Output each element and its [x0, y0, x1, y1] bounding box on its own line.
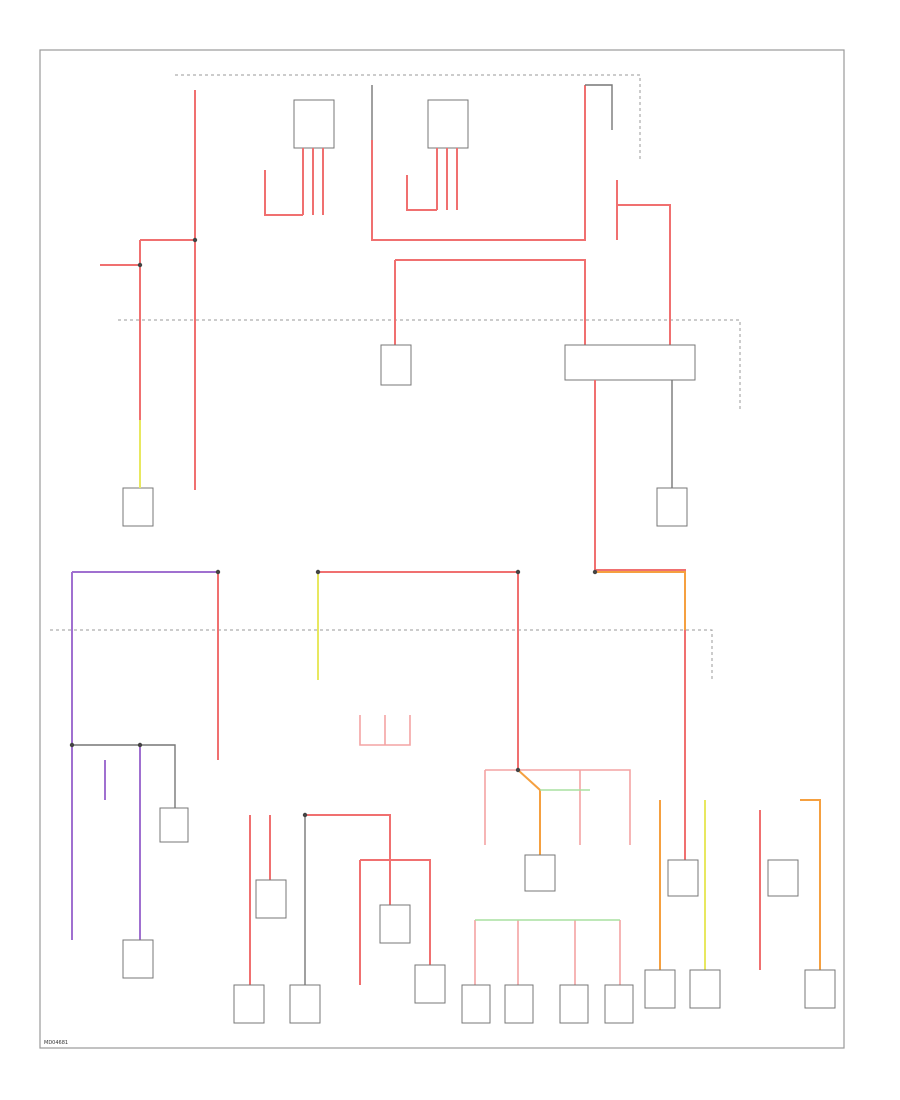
relay-supply-wire — [395, 259, 586, 345]
sensor-6 — [379, 904, 411, 944]
relay-2 — [427, 99, 469, 149]
sensor-4 — [233, 984, 265, 1024]
module-9 — [689, 969, 721, 1009]
sensor-7 — [414, 964, 446, 1004]
lower-section — [71, 571, 836, 1024]
junctions — [69, 237, 598, 818]
fuse-holder-top — [585, 84, 613, 130]
module-6 — [667, 859, 699, 897]
module-8 — [644, 969, 676, 1009]
relay-group-wires — [359, 715, 411, 746]
module-4 — [559, 984, 589, 1024]
sensor-2 — [122, 939, 154, 979]
sensor-1 — [159, 807, 189, 843]
relay-2-wires — [436, 148, 458, 210]
relay-component — [380, 344, 412, 386]
lower-module-wires — [474, 920, 621, 985]
module-3 — [504, 984, 534, 1024]
right-cluster-bus — [485, 769, 631, 845]
relay-1 — [293, 99, 335, 149]
right-cluster-drops — [484, 770, 581, 845]
relay-1-wires — [302, 148, 324, 215]
module-5 — [604, 984, 634, 1024]
diagram-frame — [39, 49, 845, 1049]
center-right-wire — [360, 859, 431, 965]
control-module — [564, 344, 696, 381]
lower-fuse-box-boundary — [50, 629, 713, 680]
center-wire-red — [305, 814, 391, 905]
ground-2 — [656, 487, 688, 527]
far-right-orange-2 — [800, 799, 821, 970]
top-fuse-box-boundary — [175, 74, 641, 160]
module-1 — [524, 854, 556, 892]
sensor-3 — [255, 879, 287, 919]
top-section — [100, 84, 696, 630]
module-7 — [767, 859, 799, 897]
ground-1 — [122, 487, 154, 527]
relay-2-ground — [406, 175, 437, 211]
relay-1-ground — [264, 170, 303, 216]
control-module-feed — [616, 180, 671, 345]
sensor-5 — [289, 984, 321, 1024]
right-cluster-orange — [517, 769, 541, 855]
module-10 — [804, 969, 836, 1009]
diagram-stamp: MD04681 — [44, 1040, 68, 1046]
left-cluster-wire — [72, 744, 176, 808]
feed-2-loop — [371, 85, 586, 241]
orange-output-wire — [595, 571, 686, 630]
module-2 — [461, 984, 491, 1024]
